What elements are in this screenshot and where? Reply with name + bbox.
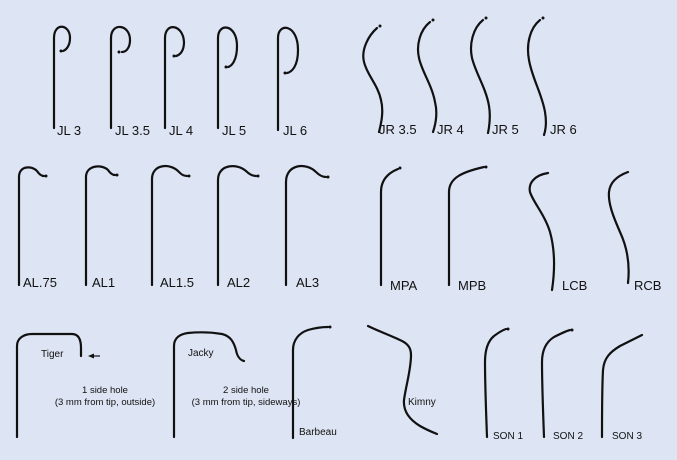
al15-label: AL1.5 [160, 275, 194, 290]
son3-label: SON 3 [612, 431, 643, 442]
jacky-curve [172, 331, 246, 439]
tiger-label: Tiger [41, 349, 64, 360]
rcb-curve [607, 170, 630, 285]
tip-dot [570, 328, 574, 332]
al3-curve [284, 164, 328, 287]
mpa-curve [379, 167, 400, 287]
jl35-curve [109, 25, 132, 130]
al15-curve [150, 164, 189, 287]
tip-dot [378, 24, 382, 28]
jl6-curve [276, 26, 300, 132]
mpb-label: MPB [458, 278, 487, 293]
jl3-curve [52, 25, 72, 130]
mpb-curve [447, 165, 486, 287]
al1-curve [84, 165, 117, 287]
tiger-side-hole-arrow [88, 353, 94, 359]
tiger-curve [15, 332, 83, 439]
al75-label: AL.75 [23, 275, 57, 290]
tip-dot [541, 16, 545, 20]
jacky-note-line2: (3 mm from tip, sideways) [191, 397, 301, 408]
jl5-label: JL 5 [222, 123, 247, 138]
jl6-label: JL 6 [283, 123, 308, 138]
tip-dot [59, 49, 63, 53]
al75-curve [17, 166, 46, 287]
jl3-label: JL 3 [57, 123, 82, 138]
tip-dot [117, 50, 121, 54]
jr6-curve [526, 18, 547, 137]
tip-dot [172, 54, 176, 58]
lcb-curve [528, 171, 556, 292]
jacky-label: Jacky [188, 348, 214, 359]
tiger-note: 1 side hole (3 mm from tip, outside) [30, 385, 180, 409]
tiger-note-line2: (3 mm from tip, outside) [54, 397, 156, 408]
tip-dot [115, 173, 119, 177]
jacky-note: 2 side hole (3 mm from tip, sideways) [170, 385, 322, 409]
kimny-label: Kimny [408, 397, 436, 408]
son1-curve [483, 327, 508, 439]
jr35-label: JR 3.5 [379, 122, 417, 137]
jl4-label: JL 4 [169, 123, 194, 138]
jr4-curve [416, 20, 438, 134]
tiger-note-line1: 1 side hole [82, 385, 128, 396]
tip-dot [484, 16, 488, 20]
al2-curve [216, 165, 258, 287]
tip-dot [398, 166, 402, 170]
son1-label: SON 1 [493, 431, 524, 442]
jr5-label: JR 5 [492, 122, 519, 137]
barbeau-curve [291, 325, 330, 440]
tip-dot [326, 175, 330, 179]
rcb-label: RCB [634, 278, 662, 293]
tip-dot [283, 71, 287, 75]
al2-label: AL2 [227, 275, 251, 290]
jr4-label: JR 4 [437, 122, 464, 137]
mpa-label: MPA [390, 278, 418, 293]
jl5-curve [216, 26, 239, 130]
al1-label: AL1 [92, 275, 116, 290]
jl35-label: JL 3.5 [115, 123, 150, 138]
al3-label: AL3 [296, 275, 320, 290]
son2-curve [540, 328, 572, 439]
jr6-label: JR 6 [550, 122, 577, 137]
tip-dot [224, 65, 228, 69]
barbeau-label: Barbeau [299, 427, 337, 438]
lcb-label: LCB [562, 278, 588, 293]
tip-dot [328, 325, 332, 329]
tip-dot [187, 174, 191, 178]
tip-dot [431, 18, 435, 22]
tip-dot [484, 165, 488, 169]
jr5-curve [469, 18, 491, 135]
tip-dot [256, 174, 260, 178]
jl4-curve [163, 26, 186, 130]
kimny-curve [366, 324, 439, 436]
jr35-curve [362, 26, 384, 134]
tip-dot [44, 174, 48, 178]
tip-dot [506, 327, 510, 331]
son2-label: SON 2 [553, 431, 584, 442]
jacky-note-line1: 2 side hole [223, 385, 269, 396]
son3-curve [600, 333, 644, 439]
